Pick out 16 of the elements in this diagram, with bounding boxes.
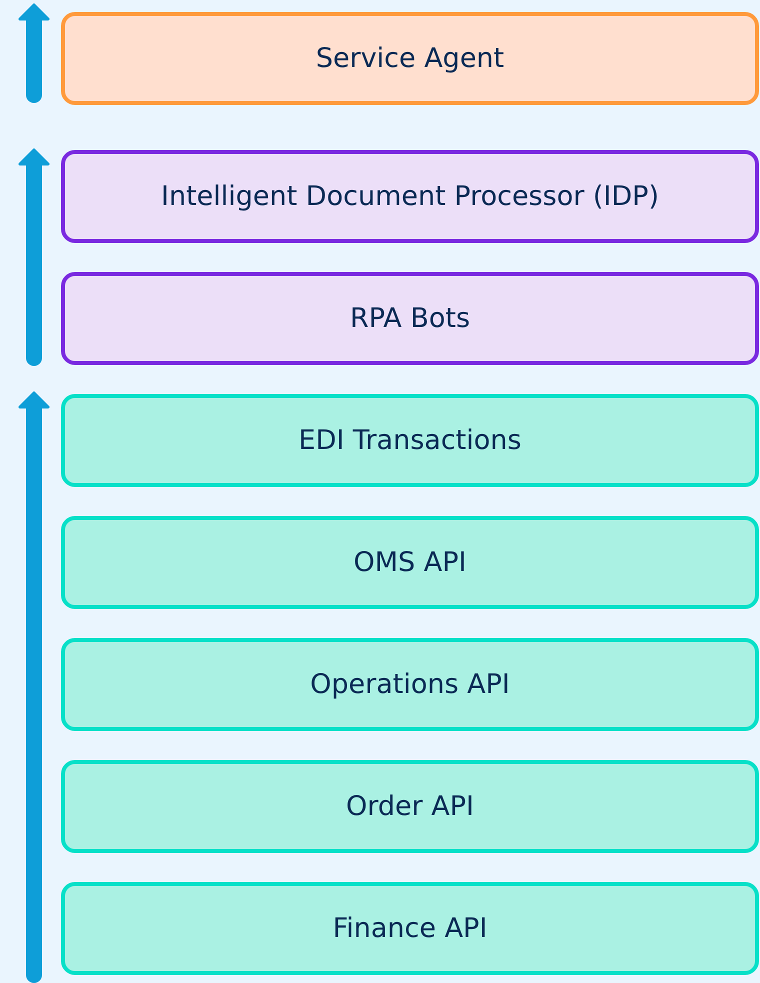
layer-label: RPA Bots	[350, 303, 470, 334]
layer-label: Intelligent Document Processor (IDP)	[161, 181, 659, 212]
layer-box	[61, 150, 759, 243]
layer-box	[61, 638, 759, 731]
layer-box	[61, 882, 759, 975]
layer-label: Operations API	[310, 669, 510, 700]
layer-label: Service Agent	[316, 43, 504, 74]
layer-label: OMS API	[354, 547, 466, 578]
layer-label: Finance API	[332, 913, 488, 944]
layer-box	[61, 516, 759, 609]
layer-box	[61, 760, 759, 853]
layer-box	[61, 12, 759, 105]
layer-box	[61, 394, 759, 487]
layer-label: Order API	[346, 791, 474, 822]
layer-label: EDI Transactions	[298, 425, 522, 456]
layer-box	[61, 272, 759, 365]
